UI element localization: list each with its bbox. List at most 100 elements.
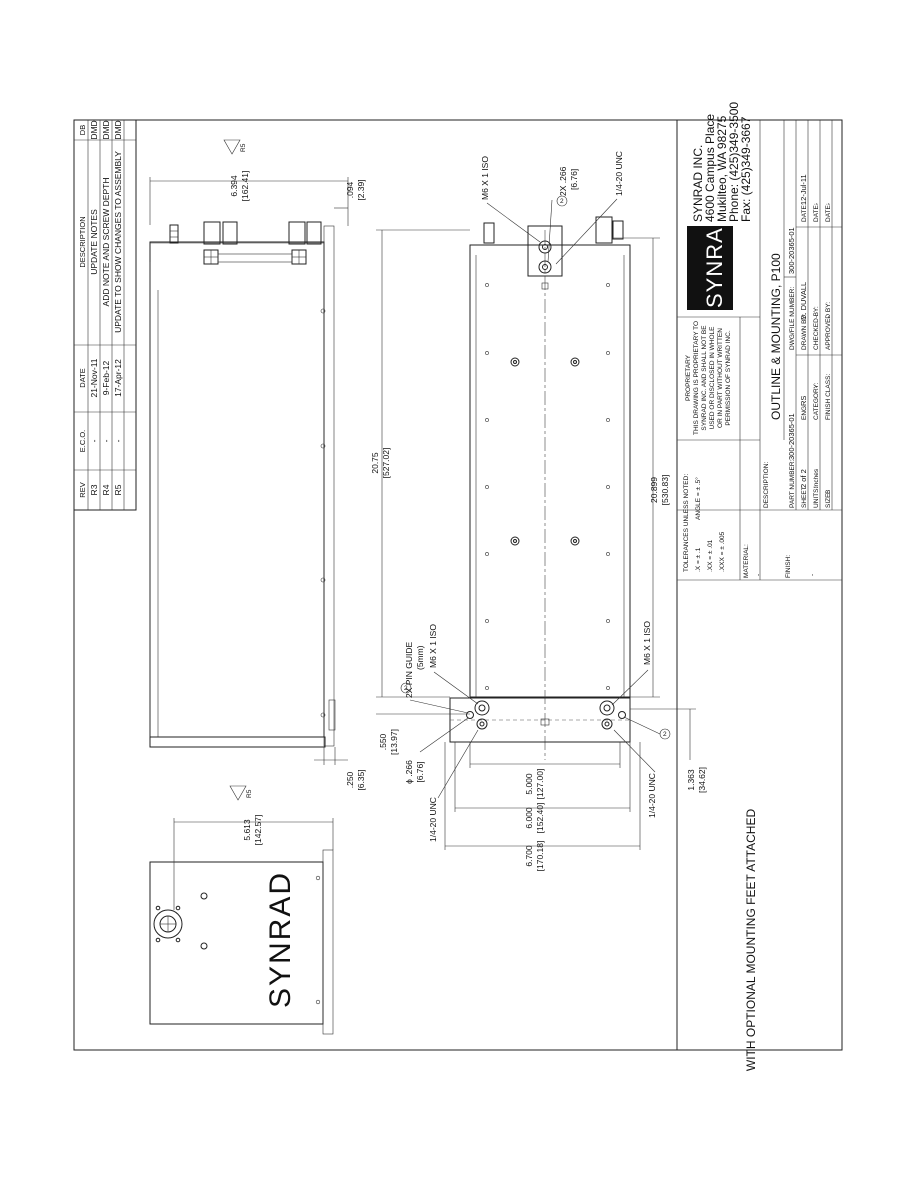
tolerance-xx: .XX = ± .01 <box>707 539 714 572</box>
date2-value: - <box>813 203 820 205</box>
date-row-1: 21-Nov-11 <box>89 358 99 397</box>
proprietary-line-1: PROPRIETARY <box>685 354 692 401</box>
eco-row-1: - <box>89 439 99 442</box>
dim-5000-mm: [127.00] <box>535 769 545 800</box>
date-header: DATE <box>78 368 87 387</box>
size-value: B <box>825 490 832 494</box>
description-header: DESCRIPTION <box>78 216 87 267</box>
category-label: CATEGORY: <box>813 382 820 420</box>
tolerance-xxx: .XXX = ± .005 <box>719 531 726 572</box>
eng-label: ENG. <box>801 404 808 420</box>
eco-header: E.C.O. <box>78 430 87 453</box>
drawn-value: D. DUVALL <box>799 282 808 320</box>
rev-row-2: R4 <box>101 484 111 495</box>
callout-2-left: 2 <box>404 685 408 692</box>
sheet-label: SHEET <box>801 486 808 508</box>
dim-5613: 5.613 <box>242 819 252 841</box>
proprietary-line-2: THIS DRAWING IS PROPRIETARY TO <box>693 321 700 435</box>
checked-label: CHECKED BY: <box>813 306 820 350</box>
finish-value: - <box>809 574 816 576</box>
dim-2075-mm: [527.02] <box>381 448 391 479</box>
dwg-file-label: DWG/FILE NUMBER: <box>789 287 796 350</box>
description-row-1: UPDATE NOTES <box>89 209 99 275</box>
top-view: 20.75 [527.02] 20.899 [530.83] M6 X 1 IS… <box>370 151 758 1071</box>
tolerance-angle: ANGLE = ± .5° <box>694 477 702 520</box>
company-logo: SYNRAD <box>702 210 727 308</box>
dim-250-mm: [6.35] <box>356 769 366 790</box>
callout-2-top: 2 <box>560 198 564 205</box>
rev-row-1: R3 <box>89 484 99 495</box>
dim-094-mm: [2.39] <box>356 179 366 200</box>
dim-phi-266: ϕ .266 <box>404 760 414 784</box>
end-view-logo: SYNRAD <box>264 871 297 1008</box>
date-value: 12-Jul-11 <box>799 174 808 205</box>
dim-6700-mm: [170.18] <box>535 841 545 872</box>
label-pin-guide-size: (5mm) <box>415 645 425 670</box>
callout-2-right: 2 <box>663 731 667 738</box>
description-label: DESCRIPTION: <box>763 462 770 508</box>
sheet-value: 2 of 2 <box>799 469 808 488</box>
label-unc-top: 1/4-20 UNC <box>614 151 624 196</box>
part-number: 300-20365-01 <box>787 413 796 460</box>
dim-250: .250 <box>345 771 355 788</box>
label-m6-left: M6 X 1 ISO <box>428 624 438 668</box>
finish-class-label: FINISH CLASS: <box>825 374 832 420</box>
company-address-1: 4600 Campus Place <box>703 114 717 222</box>
material-label: MATERIAL: <box>743 544 750 578</box>
dim-20899: 20.899 <box>649 477 659 503</box>
size-label: SIZE: <box>825 492 832 508</box>
approved-value: - <box>825 316 832 318</box>
material-value: - <box>755 574 762 576</box>
db-row-1: DMD <box>89 120 99 139</box>
rev-header: REV <box>78 482 87 497</box>
units-label: UNITS: <box>813 487 820 509</box>
checked-value: - <box>813 316 820 318</box>
date2-label: DATE: <box>813 203 820 222</box>
tolerance-x: .X = ± .1 <box>695 547 702 572</box>
finish-class-value: - <box>825 386 832 388</box>
eco-row-2: - <box>101 439 111 442</box>
title-block: SYNRAD SYNRAD INC. 4600 Campus Place Muk… <box>676 102 843 1051</box>
description-row-2: ADD NOTE AND SCREW DEPTH <box>101 178 111 307</box>
db-row-3: DMD <box>113 120 123 139</box>
proprietary-line-5: OR IN PART WITHOUT WRITTEN <box>717 328 724 428</box>
proprietary-line-6: PERMISSION OF SYNRAD INC. <box>725 330 732 426</box>
label-2x-266-mm: [6.76] <box>569 169 579 190</box>
dim-phi-266-mm: [6.76] <box>415 761 425 782</box>
drawing-description: OUTLINE & MOUNTING, P100 <box>769 253 783 420</box>
label-2x-266: 2X .266 <box>558 166 568 196</box>
dim-6000-mm: [152.40] <box>535 803 545 834</box>
dim-5000: 5.000 <box>524 773 534 795</box>
dim-550-mm: [13.97] <box>389 729 399 755</box>
drawn-label: DRAWN BY: <box>801 314 808 350</box>
dim-6394: 6.394 <box>229 175 239 197</box>
category-value: - <box>813 386 820 388</box>
dim-1363-mm: [34.62] <box>697 767 707 793</box>
end-view: SYNRAD 5.613 [142.57] R5 <box>149 785 334 1035</box>
finish-label: FINISH: <box>785 555 792 578</box>
dim-2075: 20.75 <box>370 452 380 474</box>
side-view: 6.394 [162.41] R5 .094 [2.39] .250 [6.35… <box>149 139 366 791</box>
tolerance-title: TOLERANCES UNLESS NOTED: <box>683 474 690 572</box>
company-phone: Phone: (425)349-3500 <box>727 102 741 222</box>
rev-row-3: R5 <box>113 484 123 495</box>
approved-label: APPROVED BY: <box>825 302 832 350</box>
company-name: SYNRAD INC. <box>691 145 705 222</box>
label-unc-right: 1/4-20 UNC <box>647 773 657 818</box>
units-value: Inches <box>813 468 820 488</box>
db-row-2: DMD <box>101 120 111 139</box>
date-label: DATE: <box>801 203 808 222</box>
dim-5613-mm: [142.57] <box>253 815 263 846</box>
proprietary-line-4: USED OR DISCLOSED IN WHOLE <box>709 326 716 430</box>
dim-20899-mm: [530.83] <box>660 475 670 506</box>
proprietary-line-3: SYNRAD INC. AND SHALL NOT BE <box>701 325 708 431</box>
label-unc-left: 1/4-20 UNC <box>428 797 438 842</box>
date-row-3: 17-Apr-12 <box>113 359 123 397</box>
dwg-file: 300-20365-01 <box>787 227 796 274</box>
date3-label: DATE: <box>825 203 832 222</box>
company-fax: Fax: (425)349-3667 <box>739 116 753 222</box>
part-number-label: PART NUMBER: <box>789 459 796 508</box>
dim-094: .094 <box>345 181 355 198</box>
date-row-2: 9-Feb-12 <box>101 360 111 395</box>
